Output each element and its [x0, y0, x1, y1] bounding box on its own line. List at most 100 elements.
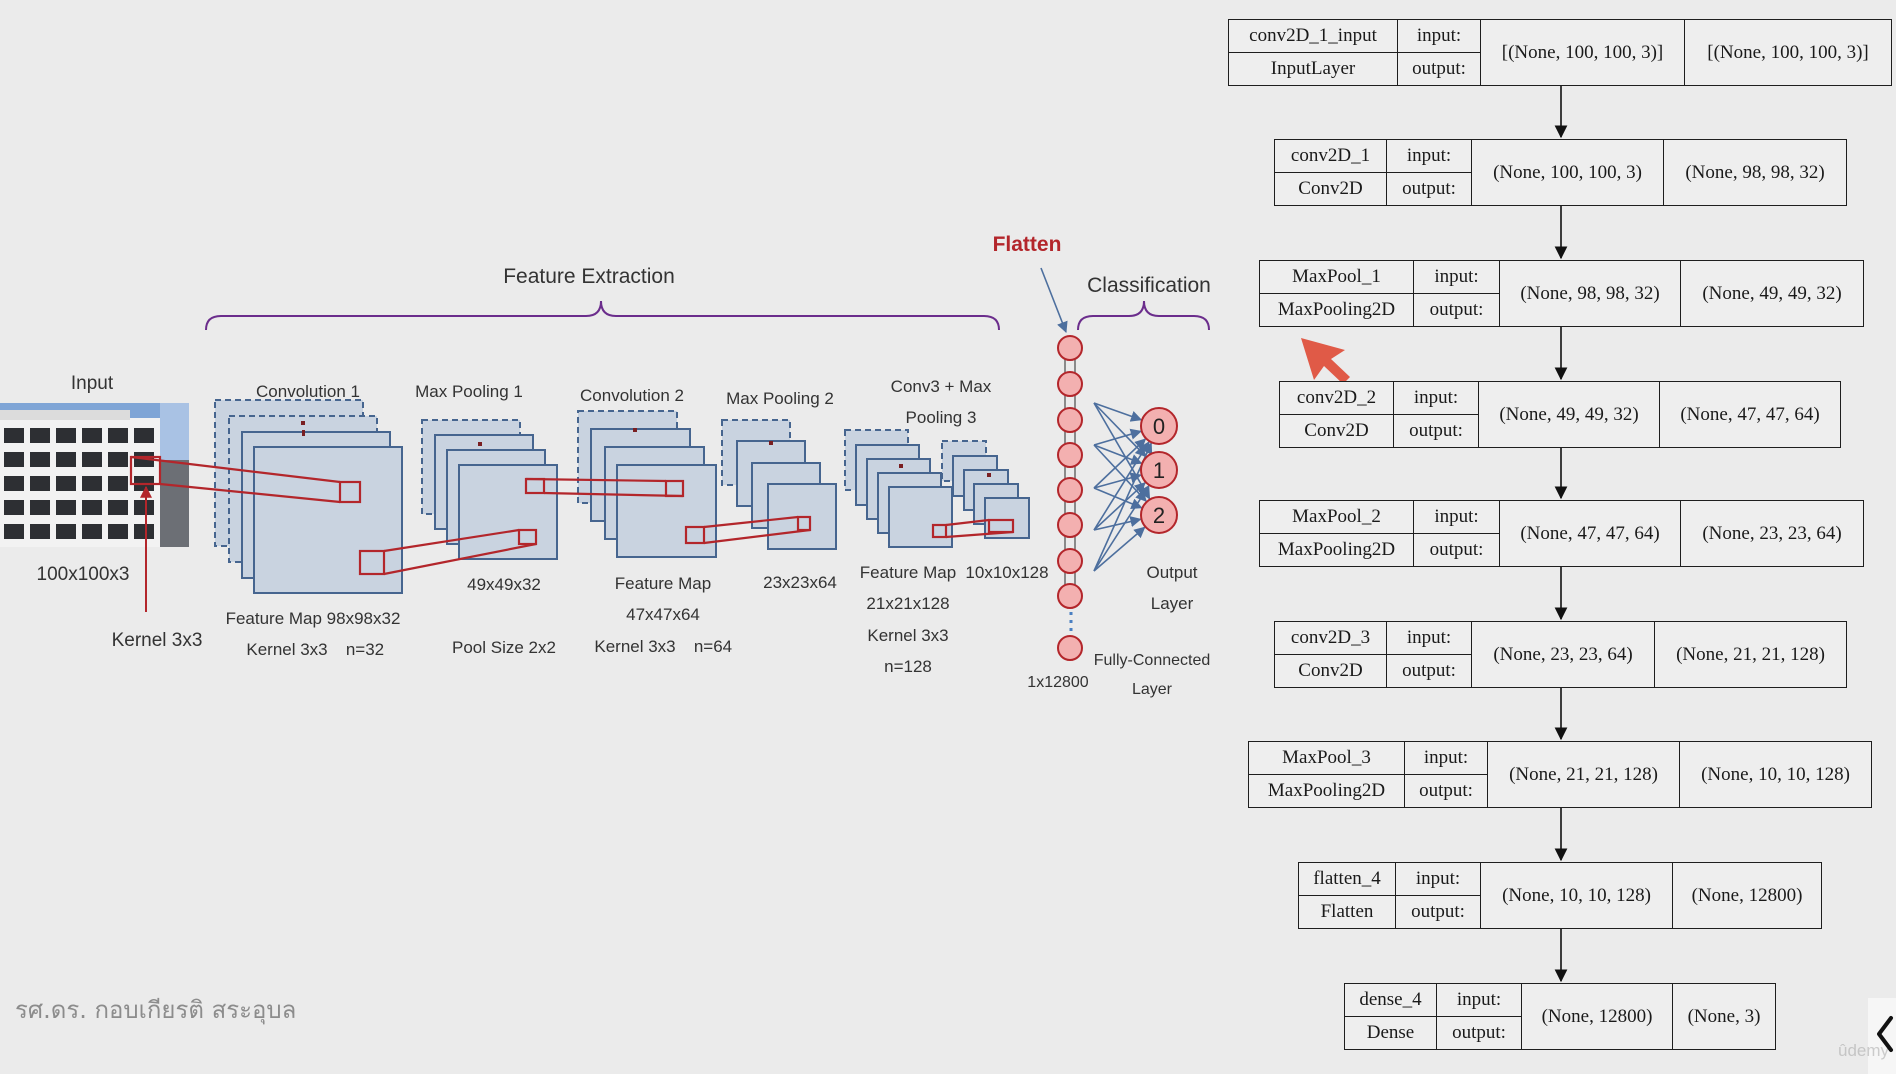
udemy-watermark-logo: ûdemy [1838, 1041, 1890, 1060]
kernel-marker [301, 421, 305, 425]
input-kernel-label: Kernel 3x3 [112, 630, 203, 651]
chevron-left-icon[interactable] [1877, 1016, 1893, 1052]
output-label: output: [1398, 53, 1481, 86]
flatten-size: 1x12800 [1027, 674, 1088, 691]
conv2-kernel-window [664, 479, 685, 498]
flatten-neuron [1057, 548, 1083, 574]
layer-class: Flatten [1299, 896, 1396, 929]
fc-link [1093, 444, 1143, 465]
output-label: output: [1387, 655, 1472, 688]
classification-title: Classification [1087, 274, 1211, 297]
fc-link [1093, 482, 1146, 531]
conv1-pool-window [358, 549, 386, 576]
output-shape: (None, 10, 10, 128) [1680, 742, 1872, 808]
output-shape: (None, 3) [1673, 984, 1776, 1050]
flatten-neuron [1057, 407, 1083, 433]
fc-link [1093, 428, 1142, 446]
output-label: output: [1414, 294, 1500, 327]
layer-box-maxpool-2: MaxPool_2 input: (None, 47, 47, 64) (Non… [1259, 500, 1864, 567]
flatten-vector [1057, 335, 1083, 661]
layer-box-conv2d-3: conv2D_3 input: (None, 23, 23, 64) (None… [1274, 621, 1847, 688]
input-label: input: [1414, 261, 1500, 294]
author-footer: รศ.ดร. กอบเกียรติ สระอุบล [15, 996, 296, 1025]
flatten-title: Flatten [993, 233, 1062, 256]
conv1-kernel-window [338, 480, 362, 504]
input-shape: (None, 10, 10, 128) [1481, 863, 1673, 929]
conv1-kernel: Kernel 3x3 [246, 640, 327, 659]
layer-class: Dense [1345, 1017, 1437, 1050]
input-size: 100x100x3 [37, 564, 130, 585]
pool2-feature-maps [721, 419, 837, 550]
layer-name: MaxPool_2 [1260, 501, 1414, 534]
input-shape: (None, 98, 98, 32) [1500, 261, 1681, 327]
input-shape: (None, 47, 47, 64) [1500, 501, 1681, 567]
flatten-neuron [1057, 335, 1083, 361]
input-label: input: [1398, 20, 1481, 53]
conv3-feature-map-size: 21x21x128 [866, 594, 949, 613]
flatten-pointer-arrow [1040, 267, 1068, 334]
layer-box-maxpool-1: MaxPool_1 input: (None, 98, 98, 32) (Non… [1259, 260, 1864, 327]
layer-box-conv2d-2: conv2D_2 input: (None, 49, 49, 32) (None… [1279, 381, 1841, 448]
layer-class: InputLayer [1229, 53, 1398, 86]
layer-class: Conv2D [1275, 173, 1387, 206]
pool3-output-window [987, 518, 1015, 534]
pool2-title: Max Pooling 2 [726, 389, 834, 408]
output-neuron [1140, 407, 1178, 445]
output-shape: (None, 98, 98, 32) [1664, 140, 1847, 206]
flatten-neuron [1057, 635, 1083, 661]
fc-link [1093, 526, 1146, 572]
input-shape: (None, 49, 49, 32) [1479, 382, 1660, 448]
fc-link [1093, 487, 1143, 510]
conv1-filters: n=32 [346, 640, 384, 659]
conv2-feature-map-label: Feature Map [615, 574, 711, 593]
layer-box-conv2d-1: conv2D_1 input: (None, 100, 100, 3) (Non… [1274, 139, 1847, 206]
kernel-marker [633, 428, 637, 432]
layer-name: conv2D_3 [1275, 622, 1387, 655]
conv3-pool-window [931, 523, 948, 539]
layer-name: dense_4 [1345, 984, 1437, 1017]
layer-class: MaxPooling2D [1249, 775, 1405, 808]
fc-link [1093, 438, 1147, 489]
layer-name: MaxPool_3 [1249, 742, 1405, 775]
layer-box-dense-4: dense_4 input: (None, 12800) (None, 3) D… [1344, 983, 1776, 1050]
pool1-size: 49x49x32 [467, 575, 541, 594]
flatten-neuron [1057, 583, 1083, 609]
pool3-feature-maps [941, 440, 1030, 539]
conv3-kernel: Kernel 3x3 [867, 626, 948, 645]
fully-connected-label-line2: Layer [1132, 681, 1173, 698]
output-class-1: 1 [1153, 458, 1165, 483]
classification-brace [1077, 300, 1210, 331]
fully-connected-label-line1: Fully-Connected [1094, 652, 1211, 669]
pool2-size: 23x23x64 [763, 573, 837, 592]
output-label: output: [1387, 173, 1472, 206]
input-image [0, 403, 189, 547]
fc-link [1093, 472, 1142, 489]
conv3-feature-map-label: Feature Map [860, 563, 956, 582]
layer-box-conv2d-1-input: conv2D_1_input input: [(None, 100, 100, … [1228, 19, 1892, 86]
conv2-title: Convolution 2 [580, 386, 684, 405]
layer-class: Conv2D [1275, 655, 1387, 688]
output-layer-label-line2: Layer [1151, 594, 1194, 613]
input-label: input: [1387, 622, 1472, 655]
conv2-feature-map-size: 47x47x64 [626, 605, 700, 624]
fc-link [1093, 485, 1150, 572]
conv2-pool-window [684, 525, 706, 545]
input-label: input: [1437, 984, 1522, 1017]
output-label: output: [1405, 775, 1488, 808]
layer-name: flatten_4 [1299, 863, 1396, 896]
input-label: input: [1387, 140, 1472, 173]
output-shape: (None, 49, 49, 32) [1681, 261, 1864, 327]
previous-slide-button[interactable] [1877, 1016, 1893, 1052]
kernel-projections [129, 455, 1015, 576]
output-shape: (None, 21, 21, 128) [1655, 622, 1847, 688]
conv3-feature-maps [844, 429, 953, 548]
conv3-title-line1: Conv3 + Max [891, 377, 992, 396]
fc-link [1093, 402, 1143, 422]
output-label: output: [1396, 896, 1481, 929]
input-shape: [(None, 100, 100, 3)] [1481, 20, 1685, 86]
fc-link [1093, 516, 1142, 531]
output-label: output: [1394, 415, 1479, 448]
output-class-2: 2 [1153, 503, 1165, 528]
output-label: output: [1437, 1017, 1522, 1050]
